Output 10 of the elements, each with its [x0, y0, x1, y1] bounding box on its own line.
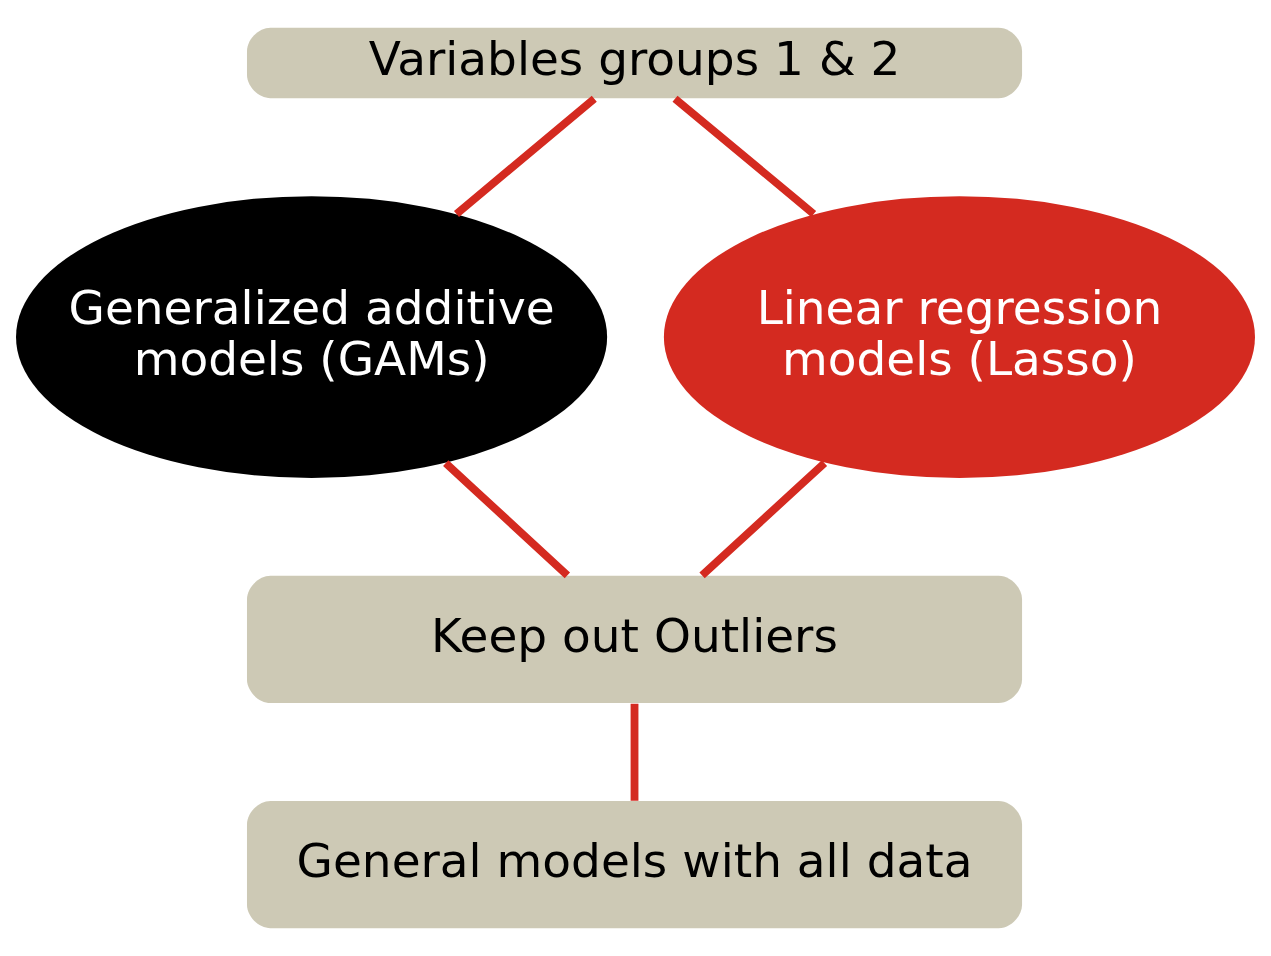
node-ellipse: Linear regression models (Lasso) — [663, 196, 1255, 478]
connector — [453, 95, 597, 217]
node-box: Keep out Outliers — [247, 575, 1023, 704]
connector — [443, 460, 571, 579]
connector — [672, 95, 817, 217]
node-ellipse: Generalized additive models (GAMs) — [16, 196, 608, 478]
node-box: Variables groups 1 & 2 — [247, 27, 1023, 99]
connector — [630, 703, 639, 801]
node-box: General models with all data — [247, 800, 1023, 929]
connector — [699, 460, 828, 579]
